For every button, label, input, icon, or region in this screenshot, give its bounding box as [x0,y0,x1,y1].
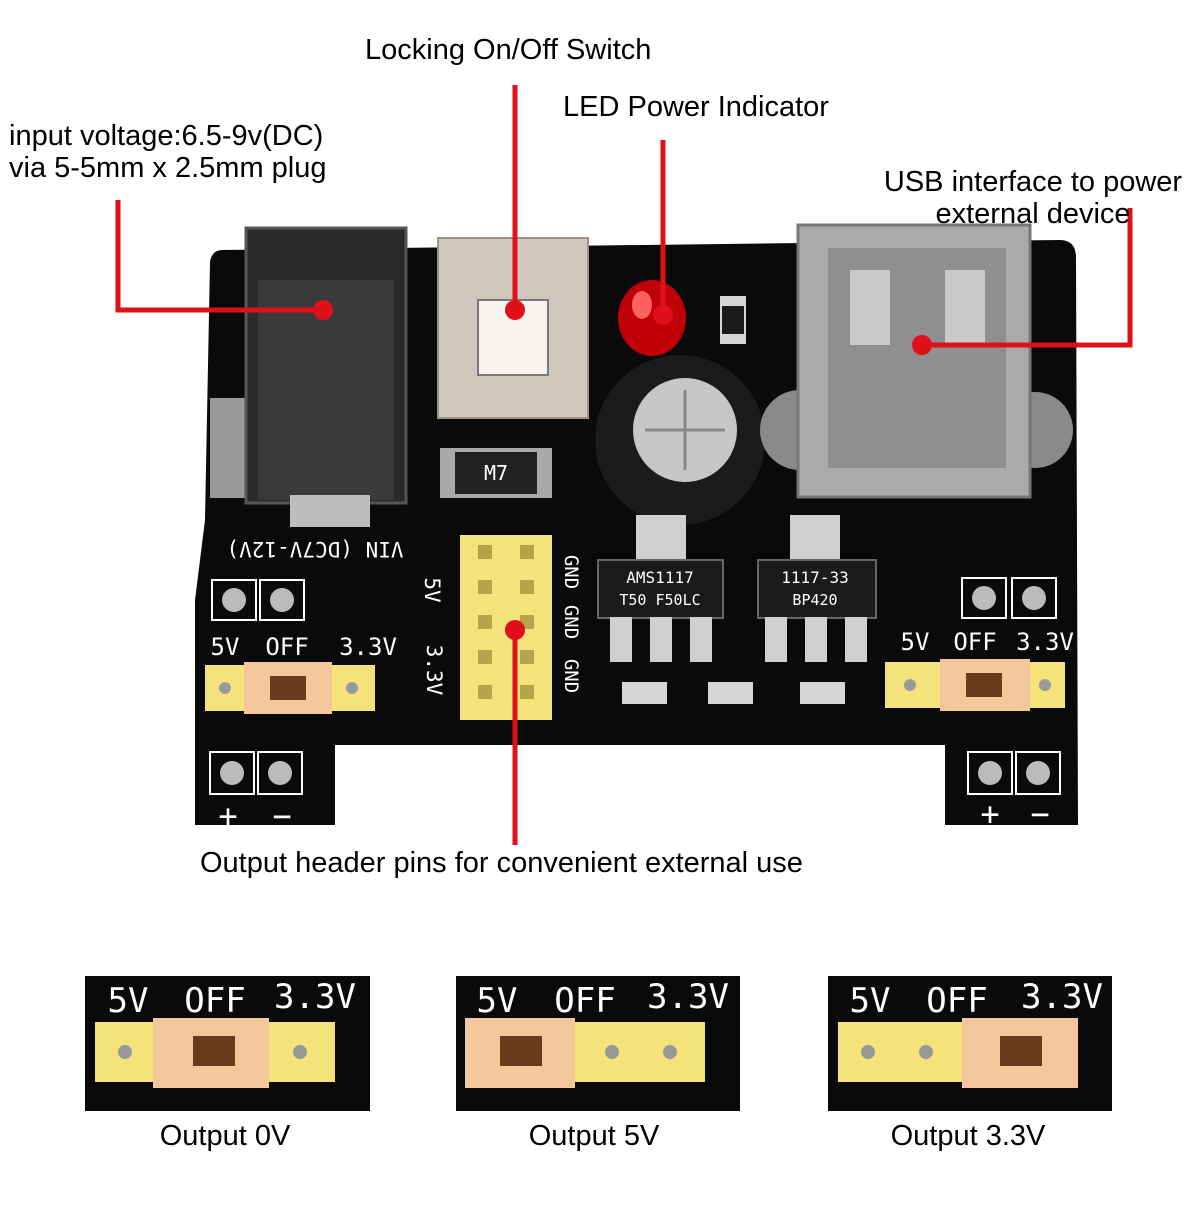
left-bottom-pads [209,751,303,795]
left-jumper-33v: 3.3V [339,633,397,661]
pointer-input-voltage [115,200,323,313]
pointer-dot-led [653,305,673,325]
panel2-label-33v: 3.3V [647,977,729,1017]
left-plus: + [218,797,237,835]
panel-caption-33v: Output 3.3V [890,1120,1046,1152]
left-jumper-off: OFF [265,633,308,661]
panel2-label-5v: 5V [477,981,518,1021]
reg2-line1: 1117-33 [781,568,848,587]
panel-output-0v: 5V OFF 3.3V [85,976,370,1111]
callout-input-voltage-line2: via 5-5mm x 2.5mm plug [9,152,327,184]
gnd-label-1: GND [560,555,582,589]
header-5v-label: 5V [420,577,444,603]
output-header-pins: 5V 3.3V GND GND GND [420,535,582,720]
pointer-dot-usb [912,335,932,355]
pointer-dot-input [313,300,333,320]
ams1117-line1: AMS1117 [626,568,693,587]
ams1117-line2: T50 F50LC [619,591,700,609]
right-top-pads [961,577,1057,619]
usb-port [760,223,1073,499]
pointer-usb [922,208,1133,348]
right-jumper-5v: 5V [901,628,930,656]
right-jumper-off: OFF [953,628,996,656]
callout-input-voltage: input voltage:6.5-9v(DC) via 5-5mm x 2.5… [9,120,327,184]
smd-components [622,682,845,704]
pointer-dot-switch [505,300,525,320]
callout-input-voltage-line1: input voltage:6.5-9v(DC) [9,120,324,152]
gnd-label-2: GND [560,605,582,639]
regulator-ams1117: AMS1117 T50 F50LC [597,515,724,662]
panel-caption-5v: Output 5V [528,1120,660,1152]
right-jumper-33v: 3.3V [1016,628,1074,656]
vin-label: VIN (DC7V-12V) [226,537,403,561]
resistor-102 [720,296,746,344]
callout-usb: USB interface to power external device [868,166,1198,230]
right-bottom-pads [967,751,1061,795]
diode-m7: M7 [440,448,552,498]
callout-header: Output header pins for convenient extern… [200,847,803,879]
pointer-dot-header [505,620,525,640]
left-jumper: 5V OFF 3.3V [205,633,397,714]
panel3-label-off: OFF [926,981,987,1021]
panel3-label-33v: 3.3V [1021,977,1103,1017]
panel-caption-0v: Output 0V [159,1120,291,1152]
panel-output-5v: 5V OFF 3.3V [456,976,740,1111]
left-top-pads [211,579,305,621]
right-jumper: 5V OFF 3.3V [885,628,1074,711]
callout-led: LED Power Indicator [563,91,829,123]
callout-switch: Locking On/Off Switch [365,34,652,66]
panel1-label-5v: 5V [108,981,149,1021]
panel1-label-33v: 3.3V [274,977,356,1017]
header-33v-label: 3.3V [422,645,446,696]
regulator-1117-33: 1117-33 BP420 [757,515,877,662]
diode-label: M7 [484,461,508,485]
right-minus: − [1030,795,1049,833]
electrolytic-capacitor [595,355,765,525]
left-minus: − [272,797,291,835]
callout-usb-line1: USB interface to power [883,166,1183,198]
led-indicator [618,280,686,356]
panel-output-33v: 5V OFF 3.3V [828,976,1112,1111]
left-jumper-5v: 5V [211,633,240,661]
right-plus: + [980,795,999,833]
reg2-line2: BP420 [792,591,837,609]
panel1-label-off: OFF [184,981,245,1021]
callout-usb-line2: external device [935,198,1131,230]
panel2-label-off: OFF [554,981,615,1021]
gnd-label-3: GND [560,659,582,693]
panel3-label-5v: 5V [850,981,891,1021]
